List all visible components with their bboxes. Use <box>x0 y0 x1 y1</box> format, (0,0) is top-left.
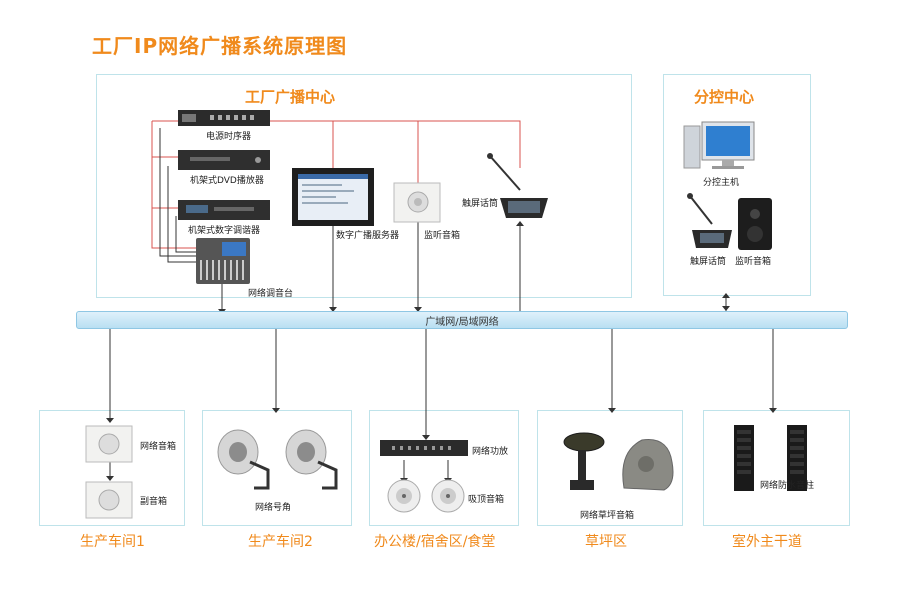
branch-monitor-speaker-label: 监听音箱 <box>735 257 772 267</box>
branch-host-device-icon <box>683 121 755 169</box>
ceiling-speaker-left-device-icon <box>387 479 421 513</box>
wire-seq-to-mixer <box>159 128 196 257</box>
digital-tuner-device-icon <box>178 200 270 220</box>
power-sequencer-label: 电源时序器 <box>206 132 252 142</box>
zone2-horn-label: 网络号角 <box>255 503 292 513</box>
zone4-lawn-label: 网络草坪音箱 <box>580 511 635 521</box>
ceiling-speaker-right-device-icon <box>431 479 465 513</box>
arrow-branch-up <box>722 293 730 298</box>
diagram-title: 工厂IP网络广播系统原理图 <box>92 34 348 58</box>
branch-host-label: 分控主机 <box>703 178 740 188</box>
branch-monitor-speaker-device-icon <box>738 198 772 250</box>
waterproof-column-right-device-icon <box>787 425 807 491</box>
signal-wires <box>109 128 774 480</box>
network-speaker-device-icon <box>85 425 133 463</box>
branch-control-panel <box>663 74 811 296</box>
zone2-name: 生产车间2 <box>248 534 313 550</box>
wire-left-rail <box>151 121 196 249</box>
zone5-name: 室外主干道 <box>732 534 802 550</box>
digital-tuner-label: 机架式数字调谐器 <box>188 226 261 236</box>
branch-touch-mic-label: 触屏话筒 <box>690 257 727 267</box>
dvd-player-label: 机架式DVD播放器 <box>190 176 264 186</box>
network-mixer-label: 网络调音台 <box>248 289 294 299</box>
touch-mic-label: 触屏话筒 <box>462 199 499 209</box>
horn-speaker-left-device-icon <box>217 429 270 490</box>
zone3-name: 办公楼/宿舍区/食堂 <box>374 534 496 550</box>
horn-speaker-right-device-icon <box>285 429 338 490</box>
branch-touch-mic-device-icon <box>687 193 732 248</box>
arrow-zone3 <box>422 435 430 440</box>
arrow-monitor <box>414 307 422 312</box>
touch-microphone-device-icon <box>487 153 548 218</box>
zone3-ceiling-label: 吸顶音箱 <box>468 495 505 505</box>
waterproof-column-left-device-icon <box>734 425 754 491</box>
zone5-column-label: 网络防水音柱 <box>760 481 815 491</box>
branch-control-title: 分控中心 <box>694 88 755 106</box>
zone-panel-road <box>703 410 850 526</box>
wire-dvd-to-mixer <box>167 166 196 263</box>
network-bus: 广域网/局域网络 <box>76 311 848 329</box>
network-amplifier-device-icon <box>380 440 468 456</box>
zone4-name: 草坪区 <box>585 534 627 550</box>
red-wires <box>151 120 521 249</box>
zone1-sub-speaker-label: 副音箱 <box>140 497 168 507</box>
broadcast-center-title: 工厂广播中心 <box>245 88 336 106</box>
monitor-speaker-label: 监听音箱 <box>424 231 461 241</box>
arrow-speaker <box>106 476 114 481</box>
zone1-network-speaker-label: 网络音箱 <box>140 442 177 452</box>
zone1-name: 生产车间1 <box>80 534 145 550</box>
zone3-amplifier-label: 网络功放 <box>472 447 509 457</box>
wire-tuner-mixer <box>175 216 196 253</box>
dvd-player-device-icon <box>178 150 270 170</box>
arrow-server <box>329 307 337 312</box>
lawn-speaker-stand-device-icon <box>563 432 605 490</box>
wire-top-rail <box>152 120 521 168</box>
arrow-zone1 <box>106 418 114 423</box>
arrow-zone5 <box>769 408 777 413</box>
arrow-zone2 <box>272 408 280 413</box>
arrow-mic <box>516 221 524 226</box>
power-sequencer-device-icon <box>178 110 270 126</box>
digital-server-label: 数字广播服务器 <box>336 231 400 241</box>
monitor-speaker-device-icon <box>393 182 441 223</box>
lawn-speaker-rock-device-icon <box>622 438 674 491</box>
digital-server-device-icon <box>292 168 374 226</box>
arrow-zone4 <box>608 408 616 413</box>
network-mixer-device-icon <box>196 238 250 284</box>
arrow-branch-down <box>722 306 730 311</box>
network-bus-label: 广域网/局域网络 <box>425 317 499 328</box>
sub-speaker-device-icon <box>85 481 133 519</box>
